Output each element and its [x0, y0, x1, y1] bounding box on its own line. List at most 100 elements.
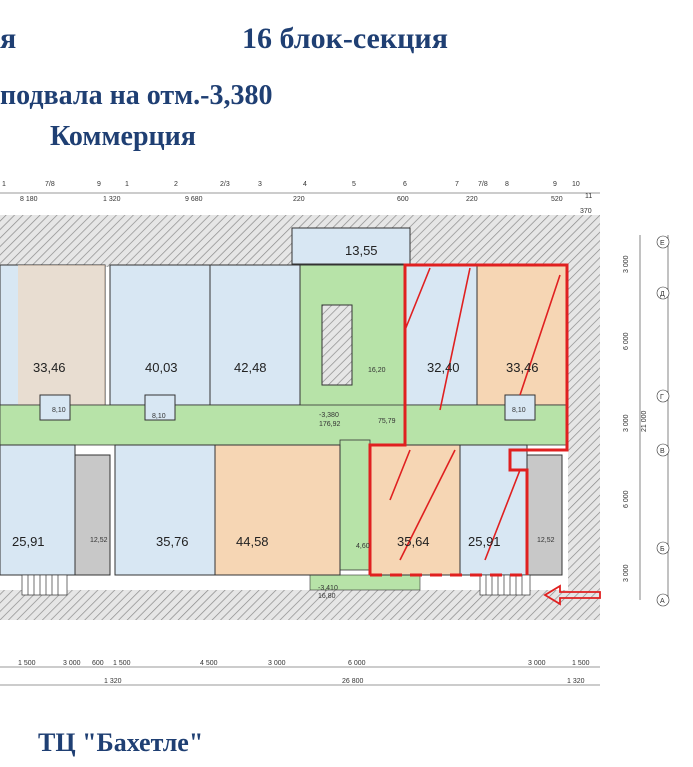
svg-text:9 680: 9 680	[185, 196, 203, 203]
svg-text:8: 8	[505, 181, 509, 188]
service-zone-right	[526, 454, 563, 576]
corridor-area: 176,92	[319, 421, 341, 428]
small-room-2	[144, 394, 176, 421]
svg-text:600: 600	[92, 660, 104, 667]
hall-2-area: 12,52	[537, 537, 555, 544]
right-axis	[639, 235, 670, 607]
room-area-4: 32,40	[427, 360, 460, 375]
svg-text:3: 3	[258, 181, 262, 188]
svg-text:2: 2	[174, 181, 178, 188]
svg-text:Д: Д	[660, 291, 665, 298]
bottom-stair-left	[21, 574, 68, 596]
category-title: Коммерция	[50, 121, 196, 152]
svg-text:3 000: 3 000	[623, 564, 630, 582]
svg-text:1 320: 1 320	[103, 196, 121, 203]
svg-text:Е: Е	[660, 240, 665, 247]
hall-area: 12,52	[90, 537, 108, 544]
svg-text:3 000: 3 000	[623, 414, 630, 432]
stair-area: 16,20	[368, 367, 386, 374]
svg-text:220: 220	[293, 196, 305, 203]
block-section-title: 16 блок-секция	[242, 22, 448, 55]
room-area-3: 42,48	[234, 360, 267, 375]
basement-plan-title: подвала на отм.-3,380	[0, 80, 273, 111]
svg-text:6 000: 6 000	[623, 490, 630, 508]
room-area-10: 25,91	[468, 534, 501, 549]
right-outer-wall	[568, 265, 600, 595]
svg-text:7: 7	[455, 181, 459, 188]
office-6	[0, 444, 76, 576]
main-corridor	[0, 404, 568, 446]
service-zone-left	[74, 454, 111, 576]
office-5	[476, 264, 568, 406]
office-1-tint	[18, 265, 105, 405]
svg-text:4 500: 4 500	[200, 660, 218, 667]
room-area-9: 35,64	[397, 534, 430, 549]
svg-text:8 180: 8 180	[20, 196, 38, 203]
entrance-area: 16,80	[318, 593, 336, 600]
office-10	[459, 444, 528, 576]
svg-text:Г: Г	[660, 394, 664, 401]
room-area-7: 35,76	[156, 534, 189, 549]
entrance-arrow-icon	[543, 584, 601, 606]
office-8	[214, 444, 341, 576]
corridor-c2-area: 4,60	[356, 543, 370, 550]
svg-text:Б: Б	[660, 546, 665, 553]
office-2	[109, 264, 211, 406]
title-fragment: я	[0, 22, 17, 55]
room-area-6: 25,91	[12, 534, 45, 549]
small-room-1-area: 8,10	[52, 407, 66, 414]
svg-text:9: 9	[97, 181, 101, 188]
entrance-corridor	[309, 574, 421, 591]
svg-text:26 800: 26 800	[342, 678, 364, 685]
svg-text:1 320: 1 320	[104, 678, 122, 685]
small-room-3	[504, 394, 536, 421]
room-area-8: 44,58	[236, 534, 269, 549]
svg-text:6 000: 6 000	[623, 332, 630, 350]
highlight-diagonals	[389, 267, 561, 561]
svg-text:1 500: 1 500	[18, 660, 36, 667]
stairwell	[321, 304, 353, 386]
entrance-level: -3,410	[318, 585, 338, 592]
office-3	[209, 264, 301, 406]
svg-text:370: 370	[580, 208, 592, 215]
right-axis-labels: Е Д Г В Б А	[660, 240, 665, 605]
svg-text:7/8: 7/8	[45, 181, 55, 188]
corridor-branch	[339, 439, 371, 571]
top-axis-labels: 1 7/8 9 1 2 2/3 3 4 5 6 7 7/8 8 9 10 11	[2, 181, 592, 200]
svg-text:600: 600	[397, 196, 409, 203]
svg-text:1: 1	[125, 181, 129, 188]
svg-text:7/8: 7/8	[478, 181, 488, 188]
svg-text:1 500: 1 500	[572, 660, 590, 667]
tech-room-area: 13,55	[345, 243, 378, 258]
small-room-2-area: 8,10	[152, 413, 166, 420]
svg-text:4: 4	[303, 181, 307, 188]
svg-text:2/3: 2/3	[220, 181, 230, 188]
bottom-stair-right	[479, 574, 531, 596]
office-7	[114, 444, 216, 576]
svg-text:1 500: 1 500	[113, 660, 131, 667]
mall-name: ТЦ "Бахетле"	[38, 728, 204, 757]
svg-text:9: 9	[553, 181, 557, 188]
room-area-5: 33,46	[506, 360, 539, 375]
top-dimensions: 8 180 1 320 9 680 220 600 220 520 370	[20, 196, 592, 215]
small-room-1	[39, 394, 71, 421]
svg-text:3 000: 3 000	[623, 255, 630, 273]
svg-text:11: 11	[585, 193, 592, 200]
svg-text:6: 6	[403, 181, 407, 188]
bottom-dimension-lines	[0, 666, 600, 686]
svg-text:3 000: 3 000	[528, 660, 546, 667]
svg-text:В: В	[660, 448, 665, 455]
corridor-level: -3,380	[319, 412, 339, 419]
small-room-3-area: 8,10	[512, 407, 526, 414]
svg-text:3 000: 3 000	[63, 660, 81, 667]
svg-text:10: 10	[572, 181, 580, 188]
highlighted-premises	[368, 263, 569, 577]
room-area-2: 40,03	[145, 360, 178, 375]
bottom-dimensions: 1 500 3 000 600 1 500 4 500 3 000 6 000 …	[18, 660, 590, 685]
right-dimensions: 3 000 6 000 21 000 3 000 6 000 3 000	[623, 255, 648, 582]
svg-text:21 000: 21 000	[641, 410, 648, 432]
svg-text:1: 1	[2, 181, 6, 188]
office-9	[369, 444, 461, 576]
svg-text:6 000: 6 000	[348, 660, 366, 667]
